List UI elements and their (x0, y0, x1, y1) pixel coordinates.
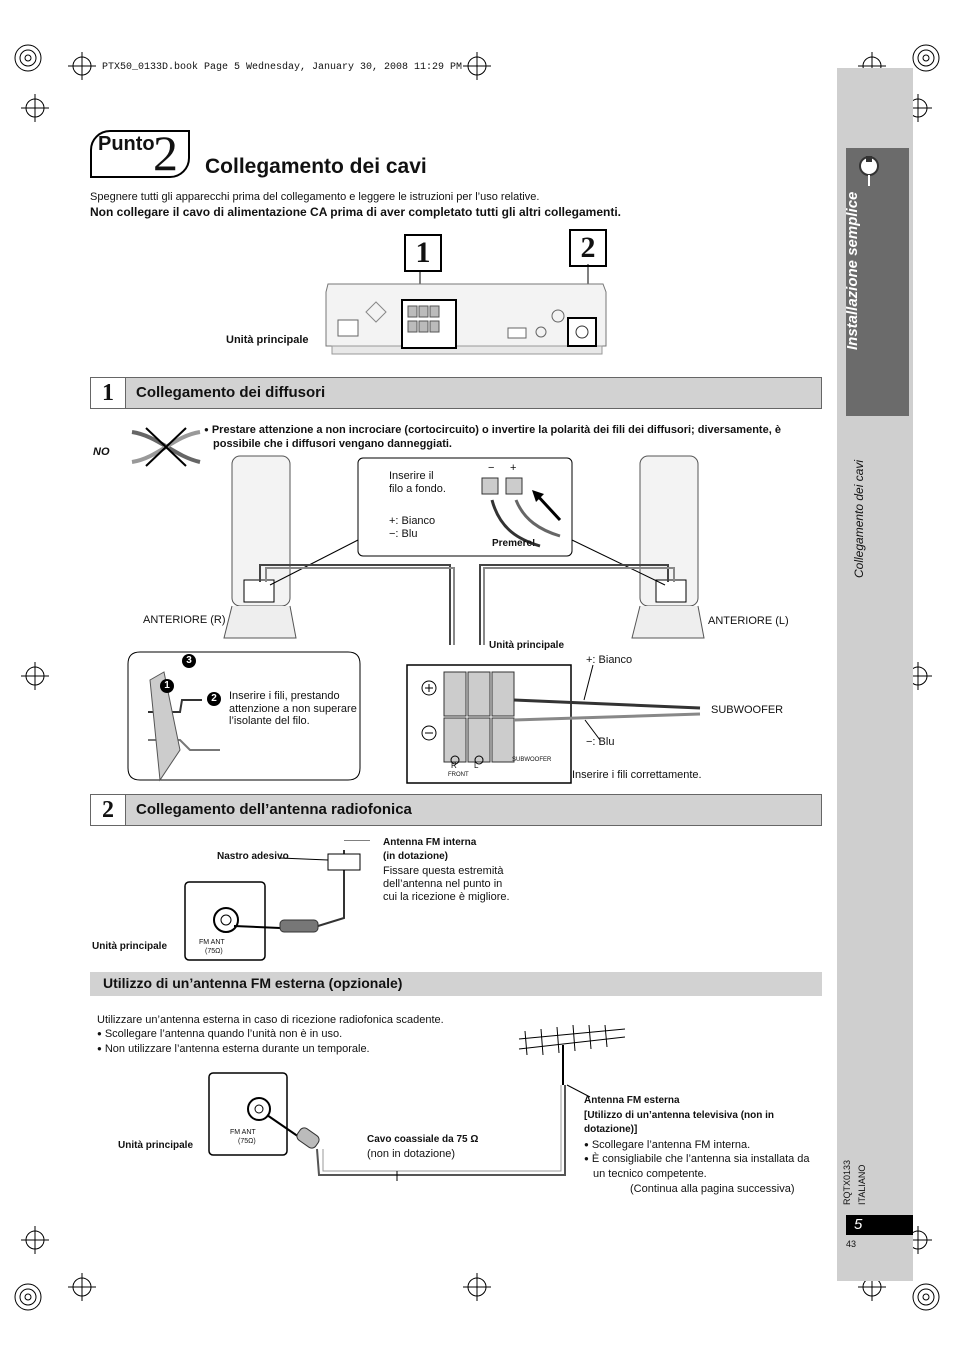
page-title: Collegamento dei cavi (205, 155, 427, 178)
section2-fm-ohm: (75Ω) (205, 948, 223, 955)
external-unit-label: Unità principale (118, 1140, 194, 1151)
section1-title: Collegamento dei diffusori (136, 384, 326, 401)
detail-line2: attenzione a non superare (229, 703, 357, 715)
callout-plus: +: Bianco (389, 515, 436, 527)
intro-line2: Non collegare il cavo di alimentazione C… (90, 205, 622, 219)
coax-label1: Cavo coassiale da 75 Ω (367, 1134, 479, 1145)
internal-antenna-desc2: dell’antenna nel punto in (383, 878, 503, 890)
external-line1: Utilizzare un’antenna esterna in caso di… (97, 1014, 444, 1026)
sidebar-code: RQTX0133 (842, 1159, 852, 1205)
external-antenna-bullet2: È consigliabile che l’antenna sia instal… (584, 1152, 810, 1166)
front-right-label: ANTERIORE (R) (143, 614, 226, 626)
callout-insert-2: filo a fondo. (389, 483, 446, 495)
terminal-l-label: L (474, 761, 479, 770)
external-antenna-bullet2-cont: un tecnico competente. (593, 1168, 707, 1180)
terminal-front-label: FRONT (448, 772, 469, 778)
step-circle-1: 1 (160, 679, 174, 693)
insert-correct-label: Inserire i fili correttamente. (572, 769, 702, 781)
section2-number: 2 (91, 795, 126, 825)
minus-blue-label: −: Blu (586, 736, 615, 748)
speaker-connection-diagram (127, 455, 705, 784)
sidebar-section-label: Installazione semplice (844, 191, 861, 350)
step-circle-2: 2 (207, 692, 221, 706)
subwoofer-label: SUBWOOFER (711, 704, 784, 716)
section2-bar: 2 Collegamento dell’antenna radiofonica (90, 794, 822, 826)
section1-bar: 1 Collegamento dei diffusori (90, 377, 822, 409)
crossed-wires-icon (131, 427, 201, 467)
page-sub-number: 43 (846, 1239, 857, 1249)
step-number: 2 (153, 125, 178, 181)
tape-label: Nastro adesivo (217, 851, 289, 862)
external-antenna-bullet1: Scollegare l’antenna FM interna. (584, 1138, 750, 1152)
external-bullet2: Non utilizzare l’antenna esterna durante… (97, 1042, 370, 1056)
overview-box-2: 2 (569, 229, 607, 267)
external-bullet1: Scollegare l’antenna quando l’unità non … (97, 1027, 342, 1041)
overview-unit-label: Unità principale (226, 334, 309, 346)
external-antenna-title: Utilizzo di un’antenna FM esterna (opzio… (103, 975, 403, 991)
external-fm-ant: FM ANT (230, 1129, 256, 1136)
section2-fm-ant: FM ANT (199, 939, 225, 946)
callout-insert-1: Inserire il (389, 470, 434, 482)
step-word: Punto (98, 133, 155, 155)
external-antenna-bar (90, 972, 822, 996)
print-header: PTX50_0133D.book Page 5 Wednesday, Janua… (102, 62, 463, 73)
internal-antenna-diagram (184, 840, 370, 961)
page-number-box (846, 1215, 913, 1235)
section2-title: Collegamento dell’antenna radiofonica (136, 801, 412, 818)
coax-label2: (non in dotazione) (367, 1148, 456, 1160)
internal-antenna-title1: Antenna FM interna (383, 837, 477, 848)
callout-press: Premere! (492, 538, 536, 549)
callout-polarity-minus: − (488, 462, 495, 474)
plug-icon (859, 156, 879, 186)
step-badge (90, 130, 190, 178)
terminal-sub-label: SUBWOOFER (512, 757, 552, 763)
detail-line3: l’isolante del filo. (229, 715, 310, 727)
detail-line1: Inserire i fili, prestando (229, 690, 340, 702)
warning-line1: Prestare attenzione a non incrociare (co… (204, 423, 781, 437)
sidebar-section-tab (846, 148, 909, 416)
plus-white-label: +: Bianco (586, 654, 633, 666)
sidebar-language: ITALIANO (857, 1164, 867, 1205)
external-antenna-title1: Antenna FM esterna (584, 1095, 680, 1106)
internal-antenna-desc1: Fissare questa estremità (383, 865, 504, 877)
terminal-unit-label: Unità principale (489, 640, 565, 651)
no-label: NO (93, 446, 110, 458)
terminal-r-label: R (451, 761, 457, 770)
section1-number: 1 (91, 378, 126, 408)
continue-note: (Continua alla pagina successiva) (630, 1183, 795, 1195)
external-antenna-title2: [Utilizzo di un’antenna televisiva (non … (584, 1110, 775, 1121)
section2-unit-label: Unità principale (92, 941, 168, 952)
warning-line2: possibile che i diffusori vengano danneg… (213, 438, 452, 450)
step-circle-3: 3 (182, 654, 196, 668)
intro-line1: Spegnere tutti gli apparecchi prima del … (90, 191, 540, 203)
external-antenna-title3: dotazione)] (584, 1124, 638, 1135)
external-fm-ohm: (75Ω) (238, 1138, 256, 1145)
callout-polarity-plus: + (510, 462, 517, 474)
callout-minus: −: Blu (389, 528, 418, 540)
internal-antenna-desc3: cui la ricezione è migliore. (383, 891, 510, 903)
sidebar-subsection-label: Collegamento dei cavi (852, 459, 866, 578)
front-left-label: ANTERIORE (L) (708, 615, 789, 627)
external-antenna-diagram (208, 1025, 625, 1181)
main-unit-rear-illustration (325, 264, 607, 355)
internal-antenna-title2: (in dotazione) (383, 851, 448, 862)
overview-box-1: 1 (404, 234, 442, 272)
page-number: 5 (854, 1216, 863, 1233)
